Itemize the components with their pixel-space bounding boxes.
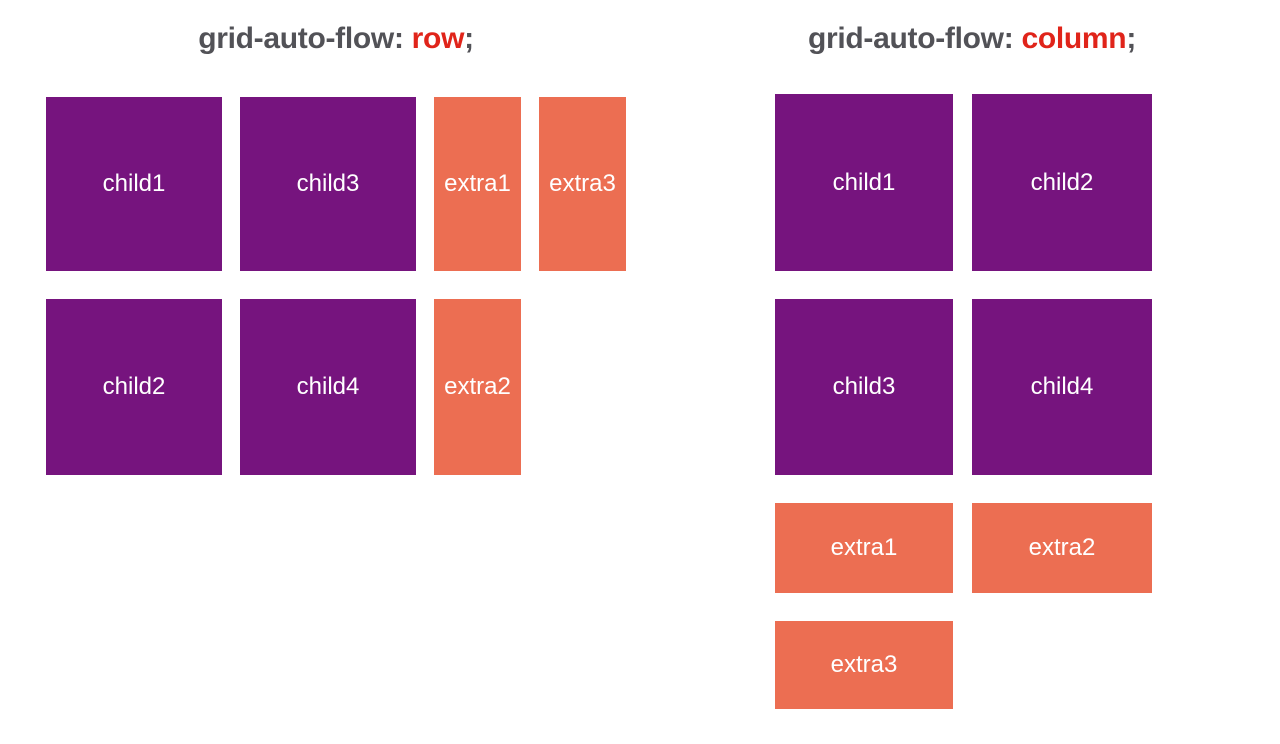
row-flow-grid: child1 child3 extra1 extra3 child2 child… (46, 97, 626, 475)
title-semicolon: ; (1126, 22, 1137, 55)
grid-item-extra1: extra1 (434, 97, 521, 271)
grid-item-child1: child1 (775, 94, 953, 271)
title-keyword-column: column (1021, 22, 1127, 55)
grid-item-child4: child4 (972, 299, 1152, 475)
grid-item-extra2: extra2 (434, 299, 521, 475)
grid-item-child2: child2 (972, 94, 1152, 271)
grid-item-extra3: extra3 (539, 97, 626, 271)
row-flow-title: grid-auto-flow: row; (46, 24, 626, 54)
title-keyword-row: row (411, 22, 465, 55)
grid-item-extra1: extra1 (775, 503, 953, 593)
grid-item-child1: child1 (46, 97, 222, 271)
grid-item-extra2: extra2 (972, 503, 1152, 593)
grid-item-child3: child3 (775, 299, 953, 475)
title-property-name: grid-auto-flow: (807, 22, 1022, 55)
grid-item-child4: child4 (240, 299, 416, 475)
column-flow-grid: child1 child2 child3 child4 extra1 extra… (775, 94, 1152, 709)
grid-item-child2: child2 (46, 299, 222, 475)
grid-item-child3: child3 (240, 97, 416, 271)
grid-item-extra3: extra3 (775, 621, 953, 709)
title-property-name: grid-auto-flow: (198, 22, 412, 55)
title-semicolon: ; (464, 22, 474, 55)
column-flow-title: grid-auto-flow: column; (775, 24, 1169, 54)
